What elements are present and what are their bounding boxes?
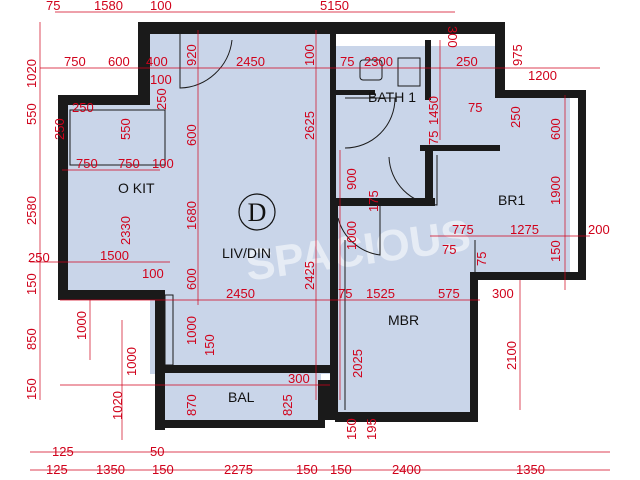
dim-top: 100 — [150, 0, 172, 13]
dim-kitchen: 100 — [152, 156, 174, 171]
dim-living: 75 — [338, 286, 352, 301]
dim-row2: 250 — [456, 54, 478, 69]
dim-living: 1020 — [110, 391, 125, 420]
dim-top: 75 — [46, 0, 60, 13]
dim-br1: 1900 — [548, 176, 563, 205]
dim-kitchen: 750 — [76, 156, 98, 171]
dim-living: 300 — [492, 286, 514, 301]
fixtures — [69, 57, 476, 410]
dim-row2: 2450 — [236, 54, 265, 69]
dim-br1: 200 — [588, 222, 610, 237]
dim-left: 150 — [24, 273, 39, 295]
dim-kitchen: 100 — [142, 266, 164, 281]
dim-br1: 75 — [474, 252, 489, 266]
dim-living: 600 — [184, 124, 199, 146]
dim-bath: 75 — [426, 131, 441, 145]
dim-living: 300 — [288, 371, 310, 386]
dim-living: 195 — [364, 418, 379, 440]
dim-kitchen: 250 — [72, 100, 94, 115]
dim-living: 1680 — [184, 201, 199, 230]
dim-row2: 2300 — [364, 54, 393, 69]
unit-marker-letter: D — [248, 198, 267, 227]
dim-living: 250 — [154, 88, 169, 110]
dim-living: 2025 — [350, 349, 365, 378]
room-labels: BATH 1 O KIT LIV/DIN BR1 MBR BAL — [118, 89, 525, 405]
dim-bottom-row1: 125 — [52, 444, 74, 459]
dim-kitchen: 550 — [118, 118, 133, 140]
dim-row2: 750 — [64, 54, 86, 69]
dim-row2: 920 — [184, 44, 199, 66]
dim-bottom-row2: 150 — [330, 462, 352, 477]
dim-living: 150 — [202, 334, 217, 356]
dim-left: 1020 — [24, 59, 39, 88]
dim-living: 870 — [184, 394, 199, 416]
dim-row2: 400 — [146, 54, 168, 69]
unit-marker-circle — [238, 193, 276, 231]
dim-bottom-row2: 2400 — [392, 462, 421, 477]
dim-br1: 1000 — [344, 221, 359, 250]
dim-kitchen: 1500 — [100, 248, 129, 263]
dim-br1: 75 — [442, 242, 456, 257]
dim-row2: 100 — [150, 72, 172, 87]
dim-kitchen: 750 — [118, 156, 140, 171]
dim-living: 1000 — [184, 316, 199, 345]
dim-living: 825 — [280, 394, 295, 416]
dim-top: 1580 — [94, 0, 123, 13]
dim-bottom-row2: 150 — [152, 462, 174, 477]
dim-row2: 975 — [510, 44, 525, 66]
dim-living: 2625 — [302, 111, 317, 140]
dim-row2: 600 — [108, 54, 130, 69]
dimension-labels: 75 1580 100 5150 300 750 600 400 100 920… — [24, 0, 610, 477]
dim-bottom-row2: 2275 — [224, 462, 253, 477]
dim-bottom-row1: 50 — [150, 444, 164, 459]
dim-row2: 100 — [302, 44, 317, 66]
dim-bath: 1450 — [426, 96, 441, 125]
dim-bottom-row2: 150 — [296, 462, 318, 477]
dim-top: 300 — [445, 26, 460, 48]
dim-left: 250 — [28, 250, 50, 265]
room-label-kitchen: O KIT — [118, 180, 155, 196]
dim-living: 1000 — [74, 311, 89, 340]
room-label-mbr: MBR — [388, 312, 419, 328]
room-fills — [68, 34, 570, 424]
dim-living: 1000 — [124, 347, 139, 376]
dim-bottom-row2: 1350 — [516, 462, 545, 477]
dim-left: 850 — [24, 328, 39, 350]
dim-left: 550 — [24, 103, 39, 125]
dim-br1: 900 — [344, 168, 359, 190]
dim-row2: 1200 — [528, 68, 557, 83]
room-label-balcony: BAL — [228, 389, 255, 405]
dim-left: 150 — [24, 378, 39, 400]
dim-bottom-row2: 1350 — [96, 462, 125, 477]
unit-marker: D — [238, 193, 276, 231]
dim-br1: 775 — [452, 222, 474, 237]
walls — [58, 22, 586, 430]
dim-left: 2580 — [24, 196, 39, 225]
dim-living: 575 — [438, 286, 460, 301]
dim-br1: 175 — [366, 190, 381, 212]
room-label-br1: BR1 — [498, 192, 525, 208]
dim-bottom-row2: 125 — [46, 462, 68, 477]
dim-row2: 75 — [340, 54, 354, 69]
room-label-bath: BATH 1 — [368, 89, 416, 105]
dim-br1: 600 — [548, 118, 563, 140]
dim-top: 5150 — [320, 0, 349, 13]
dim-kitchen: 2330 — [118, 216, 133, 245]
dim-kitchen: 250 — [52, 118, 67, 140]
dim-br1: 2100 — [504, 341, 519, 370]
dim-living: 1525 — [366, 286, 395, 301]
dim-living: 600 — [184, 268, 199, 290]
dim-living: 2450 — [226, 286, 255, 301]
door-swings — [179, 34, 438, 256]
dim-living: 2425 — [302, 261, 317, 290]
dim-bath: 250 — [508, 106, 523, 128]
dim-living: 150 — [344, 418, 359, 440]
dim-br1: 1275 — [510, 222, 539, 237]
dim-bath: 75 — [468, 100, 482, 115]
dim-br1: 150 — [548, 240, 563, 262]
dimension-lines — [30, 11, 610, 471]
room-label-living-dining: LIV/DIN — [222, 245, 271, 261]
